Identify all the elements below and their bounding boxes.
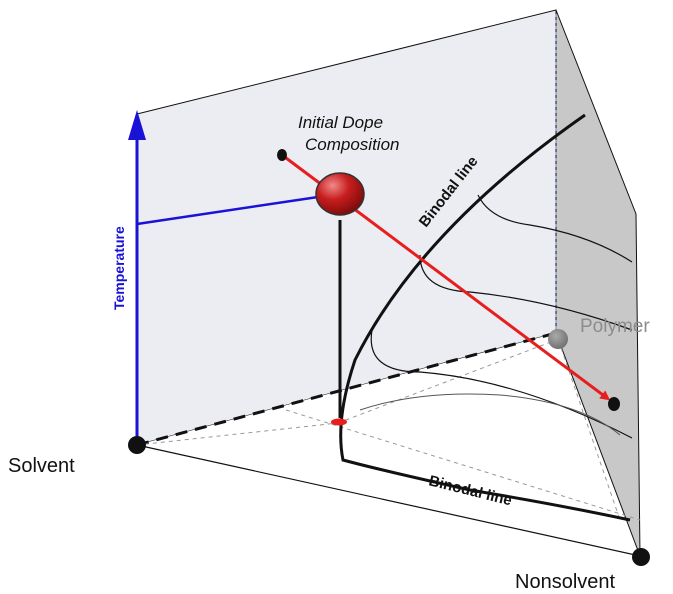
edge-solvent-nonsolvent: [136, 444, 641, 557]
tie-curve-floor: [359, 393, 621, 436]
solvent-label: Solvent: [8, 455, 75, 477]
tie-curve-2: [419, 254, 633, 331]
floor-dash-1: [555, 332, 621, 521]
tie-curve-3: [370, 329, 633, 439]
base-plane: [137, 333, 640, 556]
temperature-axis-arrowhead: [128, 110, 146, 140]
dope-start-dot: [277, 149, 287, 161]
temperature-label: Temperature: [111, 226, 127, 310]
dope-floor-marker: [331, 418, 347, 426]
edge-solvent-polymer: [136, 331, 557, 447]
nonsolvent-label: Nonsolvent: [515, 571, 616, 593]
initial-dope-point: [315, 172, 365, 216]
polymer-label: Polymer: [580, 316, 650, 337]
solvent-vertex: [128, 436, 146, 454]
floor-dash-4: [337, 339, 557, 424]
nonsolvent-vertex: [632, 548, 650, 566]
initial-dope-label-line1: Initial Dope: [298, 113, 383, 132]
tie-curve-1: [477, 194, 633, 263]
temperature-guide-line: [136, 195, 319, 226]
initial-dope-label-line2: Composition: [305, 135, 400, 154]
dope-end-dot: [608, 397, 620, 411]
floor-dash-3: [136, 422, 339, 446]
floor-dash-2: [285, 409, 641, 521]
polymer-vertex: [548, 329, 568, 349]
binodal-curve-main: [339, 113, 631, 522]
